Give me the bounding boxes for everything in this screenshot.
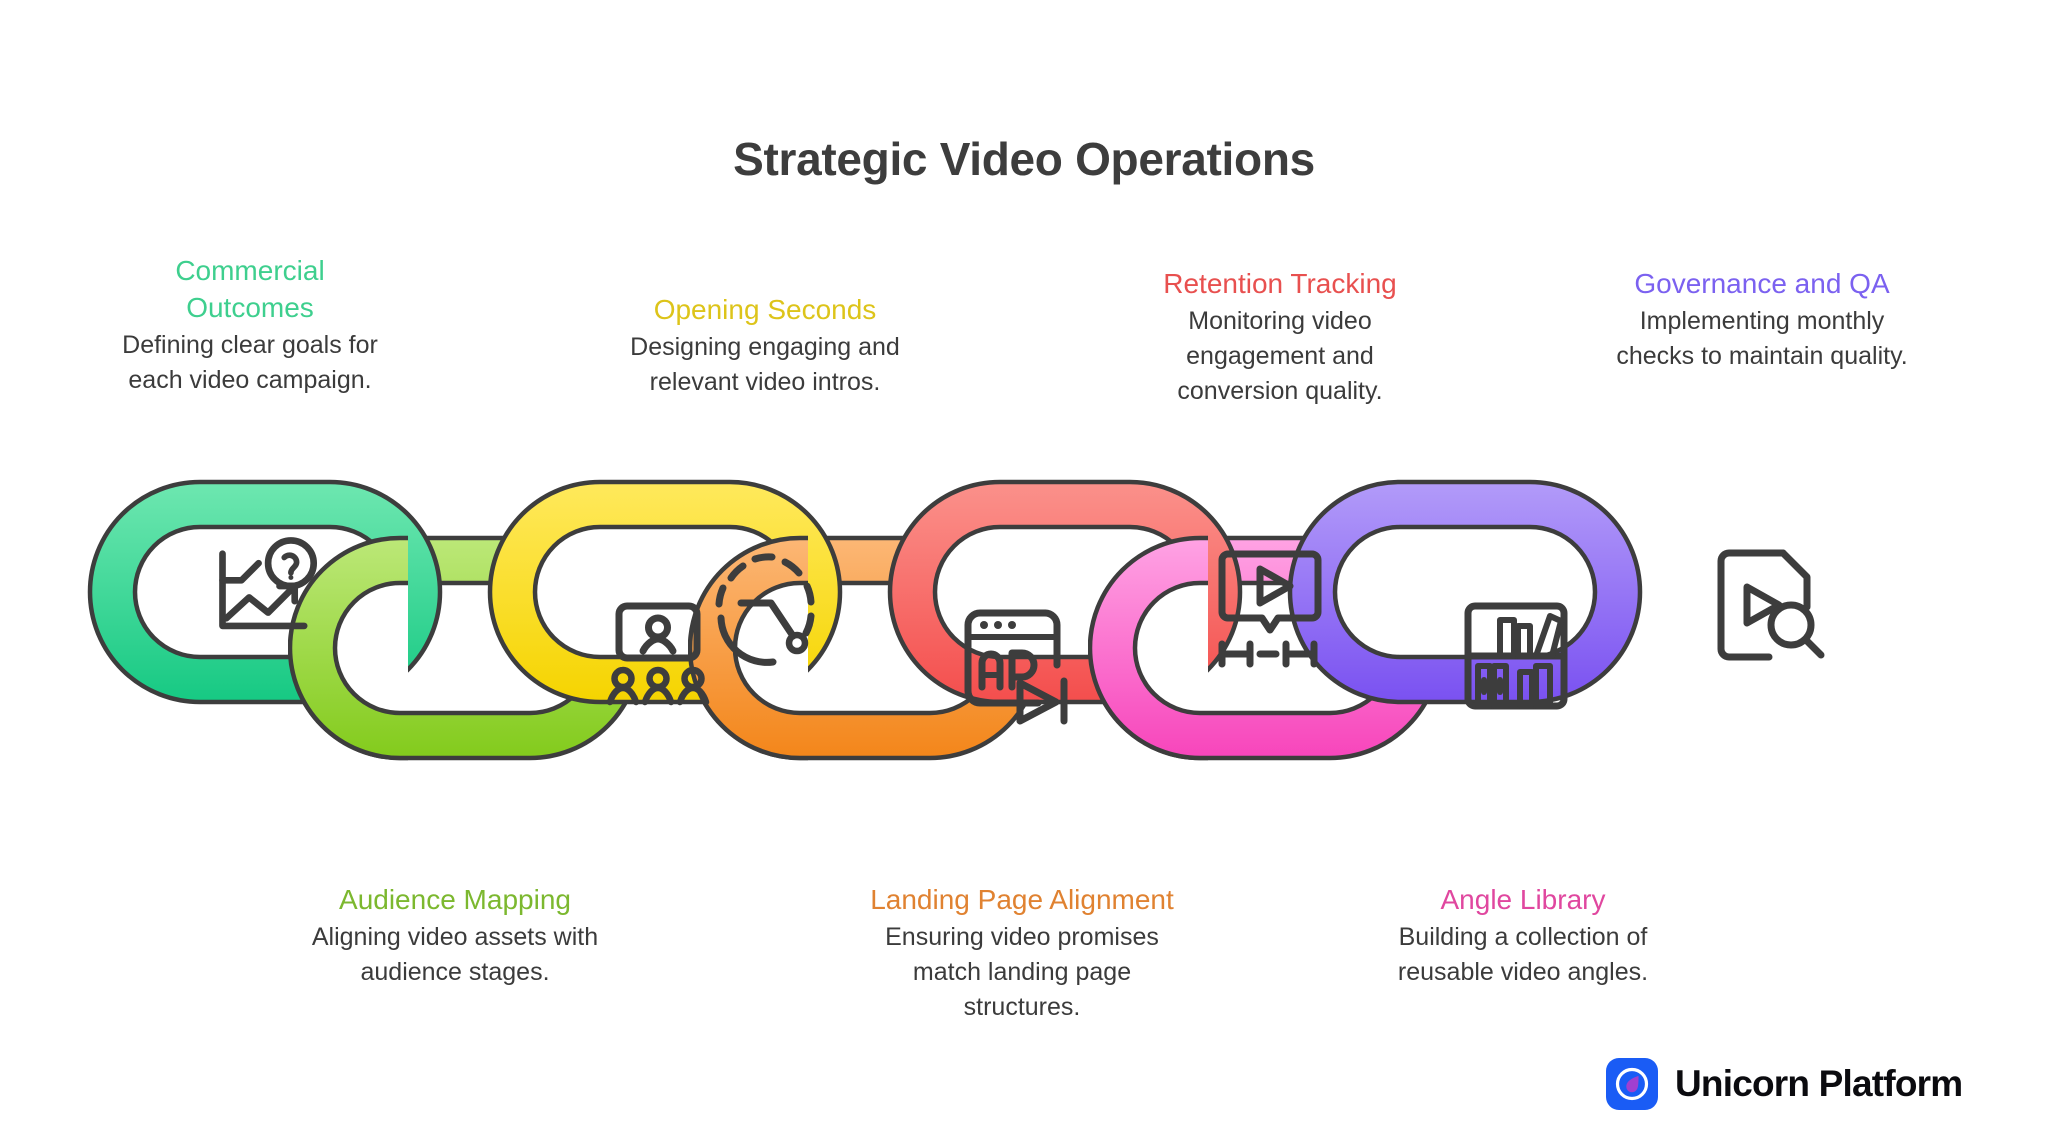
browser-ad-play-icon <box>964 609 1068 725</box>
page-title: Strategic Video Operations <box>733 133 1315 185</box>
line-chart-question-icon <box>219 537 318 630</box>
chain-interlock-1 <box>288 535 408 761</box>
label-desc-opening-seconds: Designing engaging and relevant video in… <box>630 333 900 396</box>
label-heading-opening-seconds: Opening Seconds <box>653 294 877 325</box>
label-heading-governance-and-qa: Governance and QA <box>1634 268 1890 299</box>
label-heading-retention-tracking: Retention Tracking <box>1163 268 1397 299</box>
label-block-retention-tracking: Retention Tracking Monitoring video enga… <box>1135 265 1425 409</box>
label-heading-landing-page-alignment: Landing Page Alignment <box>870 884 1174 915</box>
label-block-angle-library: Angle Library Building a collection of r… <box>1368 881 1678 990</box>
label-desc-landing-page-alignment: Ensuring video promises match landing pa… <box>885 923 1159 1021</box>
video-bubble-measure-icon <box>1218 550 1322 668</box>
label-desc-angle-library: Building a collection of reusable video … <box>1397 923 1649 986</box>
brand-name: Unicorn Platform <box>1675 1063 1963 1104</box>
label-block-governance-and-qa: Governance and QA Implementing monthly c… <box>1612 265 1912 374</box>
stopwatch-icon <box>715 553 815 666</box>
bookshelf-icon <box>1464 602 1568 710</box>
document-play-search-icon <box>1717 549 1825 661</box>
chain-diagram <box>0 445 2048 795</box>
label-block-opening-seconds: Opening Seconds Designing engaging and r… <box>615 291 915 400</box>
label-heading-angle-library: Angle Library <box>1440 884 1606 915</box>
label-desc-audience-mapping: Aligning video assets with audience stag… <box>311 923 599 986</box>
label-desc-governance-and-qa: Implementing monthly checks to maintain … <box>1616 307 1908 370</box>
droplet-icon <box>1606 1058 1658 1110</box>
label-block-landing-page-alignment: Landing Page Alignment Ensuring video pr… <box>862 881 1182 1025</box>
audience-people-icon <box>606 602 710 706</box>
label-block-commercial-outcomes: Commercial Outcomes Defining clear goals… <box>110 252 390 398</box>
chain-interlock-5 <box>1088 535 1208 761</box>
footer-logo[interactable]: Unicorn Platform <box>1606 1058 1963 1110</box>
label-desc-retention-tracking: Monitoring video engagement and conversi… <box>1177 307 1383 405</box>
label-heading-audience-mapping: Audience Mapping <box>339 884 571 915</box>
label-desc-commercial-outcomes: Defining clear goals for each video camp… <box>122 331 378 394</box>
label-block-audience-mapping: Audience Mapping Aligning video assets w… <box>300 881 610 990</box>
label-heading-commercial-outcomes: Commercial Outcomes <box>175 255 325 323</box>
